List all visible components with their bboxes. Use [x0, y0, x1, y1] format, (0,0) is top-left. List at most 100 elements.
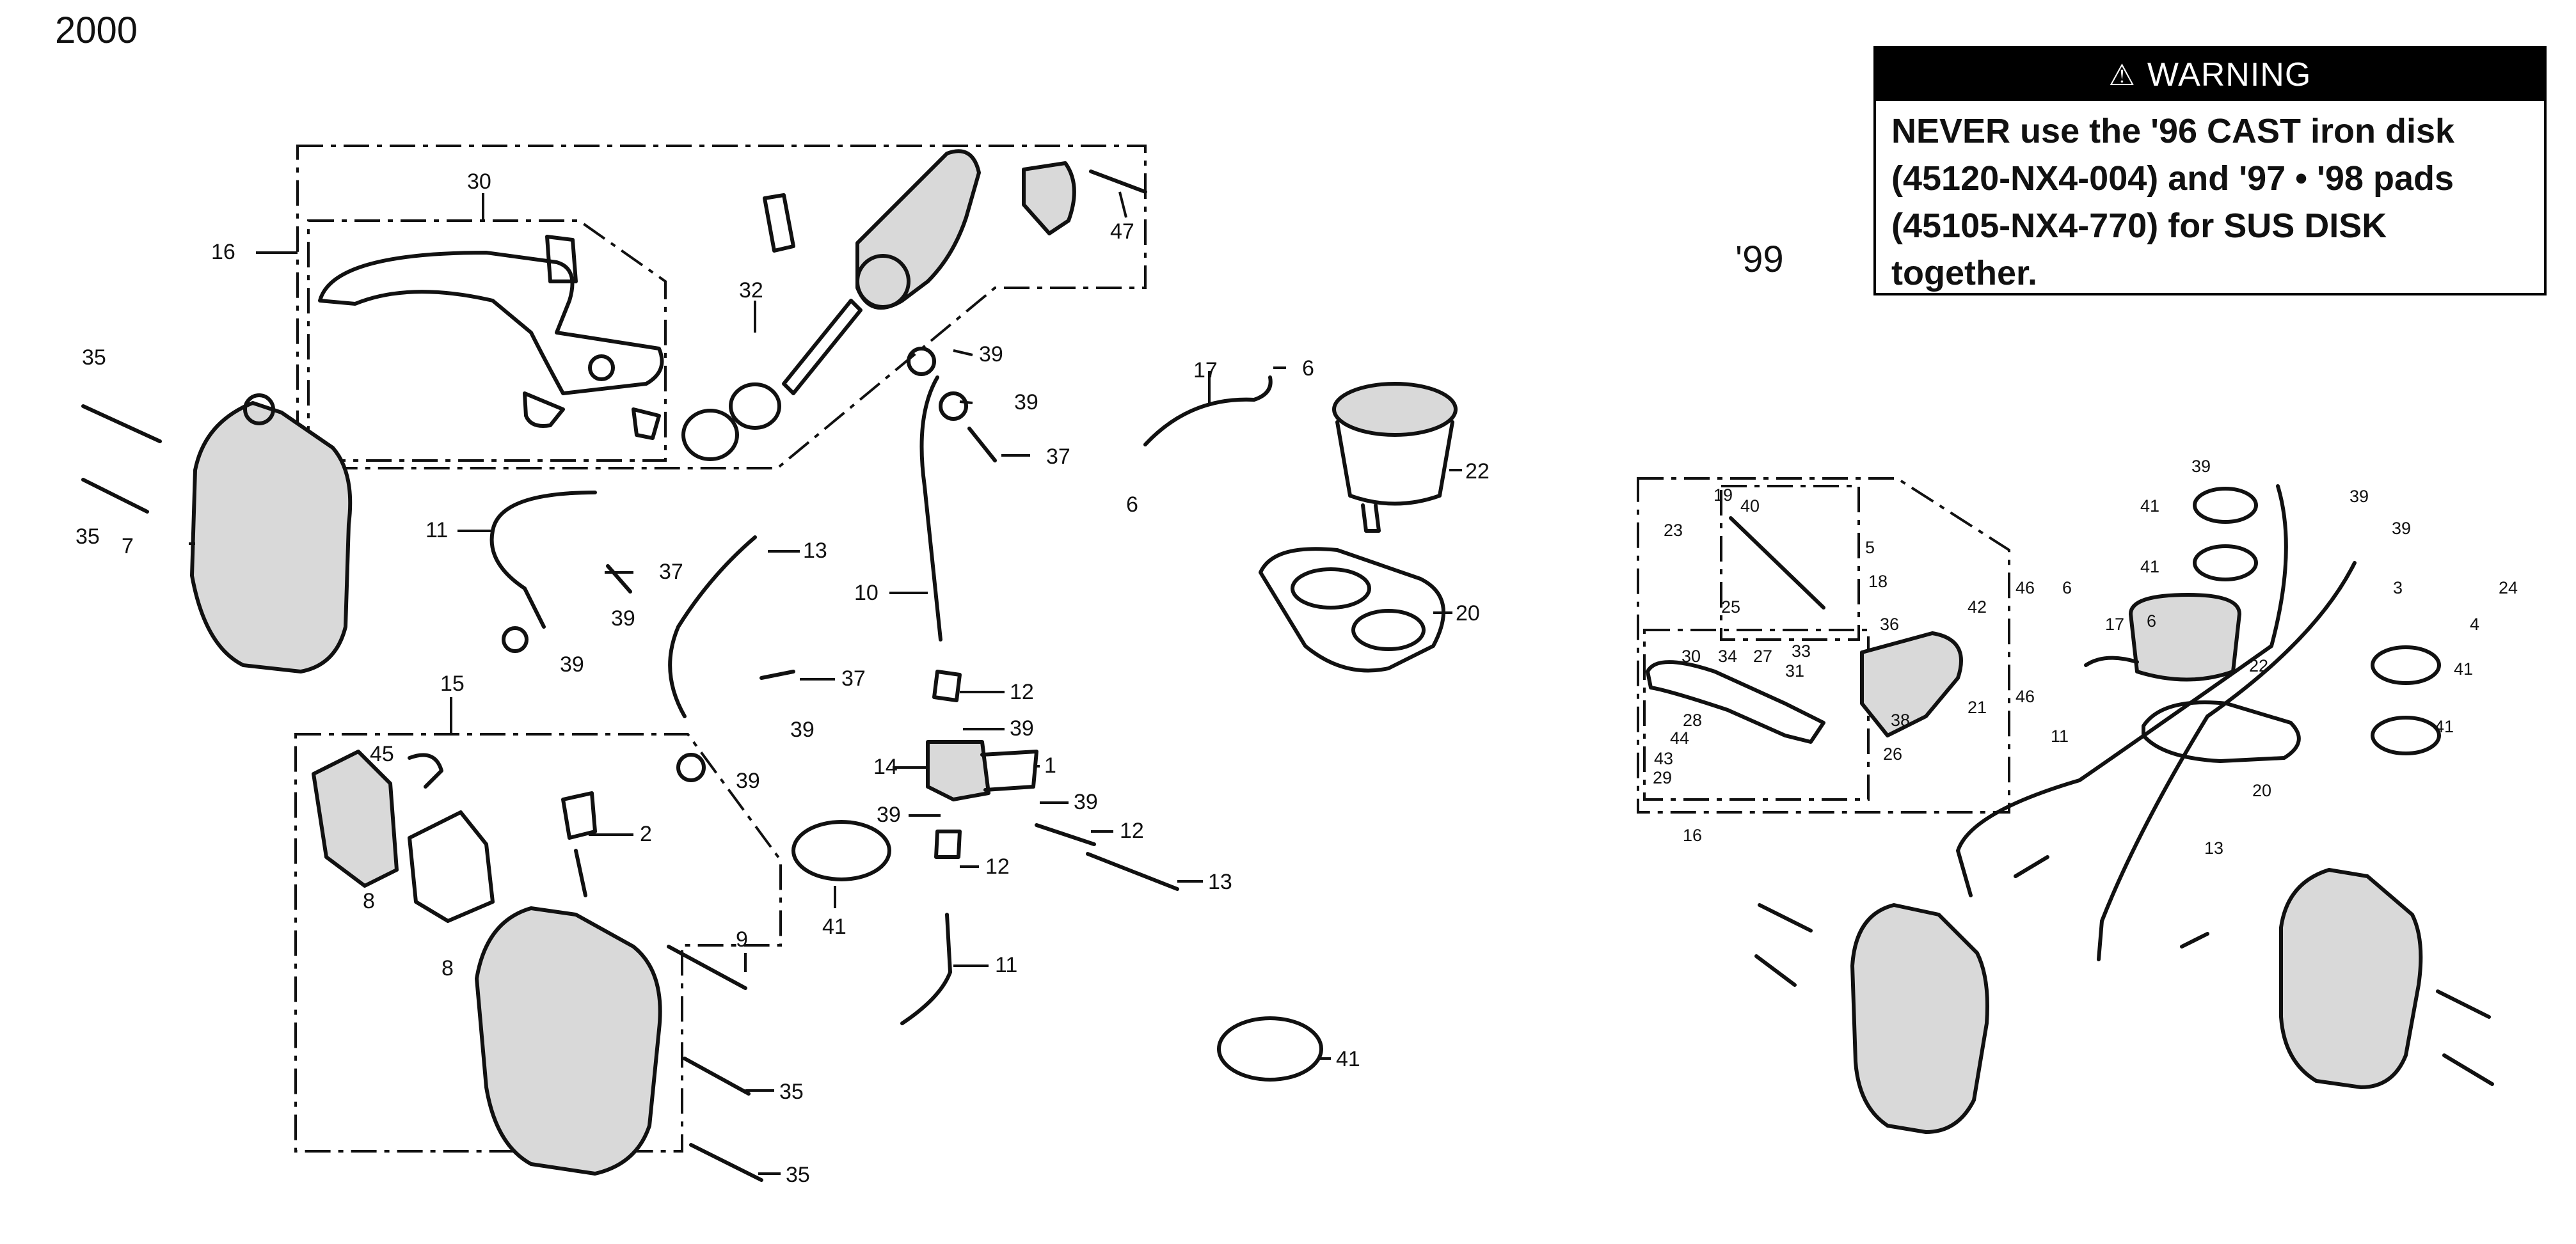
- hose-fitting-12: [932, 670, 962, 702]
- callout-13-b: 13: [1208, 870, 1232, 894]
- callout-39-b: 39: [1014, 390, 1038, 414]
- banjo-bolt-upper: [967, 427, 997, 462]
- callout99-24: 24: [2499, 578, 2518, 597]
- callout99-27: 27: [1753, 647, 1772, 666]
- callout99-13: 13: [2204, 839, 2223, 858]
- piston-sub-outline-99: [1720, 485, 1860, 641]
- callout-39-f: 39: [736, 769, 760, 793]
- callout-7: 7: [122, 534, 134, 558]
- warning-line-4: together.: [1891, 254, 2038, 292]
- callout99-22: 22: [2249, 656, 2268, 675]
- callout-9: 9: [736, 927, 748, 952]
- master-cylinder-body: [855, 149, 981, 310]
- pad-pin-clip: [408, 753, 443, 789]
- callout-39-c: 39: [611, 606, 635, 631]
- callout-41-a: 41: [822, 915, 847, 939]
- callouts-2000: 30 16 47 32 35 35 7 39 39 37 17 6 6 22 2…: [76, 169, 1490, 1187]
- pivot-bolt: [545, 235, 578, 283]
- callout99-23: 23: [1664, 521, 1683, 540]
- callout-37-b: 37: [659, 560, 683, 584]
- hose-clip-upper: [791, 820, 891, 881]
- caliper-99-right: [2279, 868, 2423, 1089]
- circlip-2: [729, 382, 781, 430]
- callout-39-d: 39: [560, 652, 584, 677]
- callout99-26: 26: [1883, 744, 1902, 764]
- callout-39-g: 39: [1010, 716, 1034, 741]
- brake-hose-17: [1143, 375, 1273, 446]
- holder-hole-1: [1291, 567, 1371, 610]
- callout99-33: 33: [1792, 642, 1811, 661]
- clip-99-2: [2193, 544, 2258, 581]
- warning-line-3: (45105-NX4-770) for SUS DISK: [1891, 207, 2387, 245]
- callout-37-a: 37: [1046, 445, 1070, 469]
- callout99-6-b: 6: [2147, 611, 2156, 631]
- brake-hose-11-lower: [900, 913, 952, 1025]
- callout99-39-c: 39: [2392, 519, 2411, 538]
- callout99-31: 31: [1785, 661, 1804, 681]
- callout99-16: 16: [1683, 826, 1702, 845]
- callout99-3: 3: [2393, 578, 2403, 597]
- bolt-99-3: [2436, 989, 2491, 1019]
- callout99-5: 5: [1865, 538, 1875, 557]
- callout-17: 17: [1193, 358, 1218, 382]
- leader-lines: [189, 191, 1462, 1175]
- banjo-bolt-lower: [759, 670, 795, 680]
- callout-20: 20: [1456, 601, 1480, 626]
- callout-12-c: 12: [1120, 819, 1144, 843]
- hose-fitting-12b: [934, 830, 962, 859]
- callout99-17: 17: [2105, 615, 2124, 634]
- callout99-41-c: 41: [2454, 659, 2473, 679]
- callout99-39-b: 39: [2349, 487, 2369, 506]
- reservoir-holder: [1259, 547, 1445, 673]
- callout-30: 30: [467, 169, 491, 194]
- callout-6-b: 6: [1126, 492, 1138, 517]
- caliper-bolt-upper-2: [81, 478, 149, 514]
- warning-line-1: NEVER use the '96 CAST iron disk: [1891, 112, 2455, 150]
- front-caliper-upper: [190, 401, 353, 673]
- callout-1: 1: [1044, 753, 1056, 778]
- callout-39-h: 39: [877, 803, 901, 827]
- front-caliper-lower: [475, 906, 662, 1176]
- holder-99: [2142, 700, 2301, 763]
- callout-39-i: 39: [1074, 790, 1098, 814]
- three-way-joint: [926, 740, 990, 801]
- bolt-99-2: [1754, 954, 1797, 987]
- callout99-11: 11: [2051, 727, 2069, 746]
- callout99-46-a: 46: [2015, 578, 2035, 597]
- reservoir-outlet: [1361, 503, 1381, 533]
- callout-8-a: 8: [363, 889, 375, 913]
- warning-body: NEVER use the '96 CAST iron disk (45120-…: [1876, 101, 2544, 297]
- callout-35-b: 35: [76, 524, 100, 549]
- brake-lever-99: [1646, 660, 1825, 744]
- reservoir-cap: [1332, 382, 1458, 437]
- mc-dust-boot: [763, 193, 795, 253]
- callout99-19: 19: [1713, 485, 1733, 505]
- callout99-29: 29: [1653, 768, 1672, 787]
- callout99-41-b: 41: [2140, 557, 2159, 576]
- caliper-bolt-upper-1: [81, 404, 162, 443]
- hose-13-99: [2097, 561, 2357, 961]
- caliper-assembly-outline: [294, 733, 782, 1153]
- callout-41-b: 41: [1336, 1047, 1360, 1071]
- callout99-25: 25: [1721, 597, 1740, 617]
- mc-bore: [855, 254, 910, 309]
- callout-22: 22: [1465, 459, 1490, 484]
- fitting-12-right: [1035, 823, 1096, 846]
- warning-line-2: (45120-NX4-004) and '97 • '98 pads: [1891, 159, 2454, 198]
- callout-15: 15: [440, 672, 465, 696]
- model-year-2000: 2000: [55, 10, 138, 51]
- callout-6-a: 6: [1302, 356, 1314, 381]
- banjo-99-2: [2180, 932, 2209, 949]
- callout-16: 16: [211, 240, 235, 264]
- hose-upper-99: [2270, 484, 2288, 648]
- callout-37-c: 37: [841, 666, 866, 691]
- clip-99-1: [2193, 487, 2258, 524]
- callout99-46-b: 46: [2015, 687, 2035, 706]
- callout-12-a: 12: [1010, 680, 1034, 704]
- callout-35-a: 35: [82, 345, 106, 370]
- callout-10: 10: [854, 581, 879, 605]
- lever-pivot: [588, 354, 615, 381]
- holder-hole-2: [1351, 609, 1426, 651]
- banjo-bolt-mid: [606, 564, 632, 594]
